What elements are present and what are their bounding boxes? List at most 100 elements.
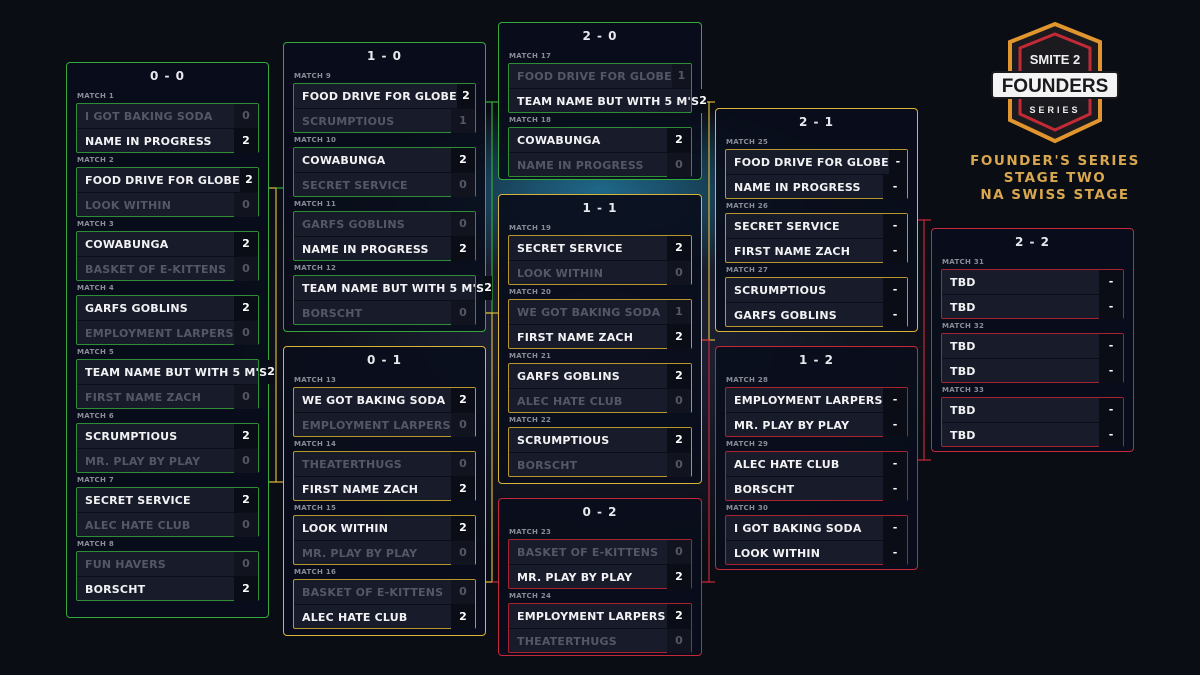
match-card[interactable]: EMPLOYMENT LARPERS-MR. PLAY BY PLAY- xyxy=(725,387,908,437)
team-row[interactable]: EMPLOYMENT LARPERS- xyxy=(726,388,907,412)
team-row[interactable]: TBD- xyxy=(942,398,1123,422)
team-row[interactable]: SCRUMPTIOUS- xyxy=(726,278,907,302)
team-row[interactable]: SECRET SERVICE- xyxy=(726,214,907,238)
team-row[interactable]: LOOK WITHIN- xyxy=(726,540,907,565)
match-card[interactable]: TBD-TBD- xyxy=(941,397,1124,447)
team-row[interactable]: FIRST NAME ZACH- xyxy=(726,238,907,263)
team-row[interactable]: I GOT BAKING SODA- xyxy=(726,516,907,540)
team-row[interactable]: GARFS GOBLINS- xyxy=(726,302,907,327)
match-card[interactable]: TBD-TBD- xyxy=(941,269,1124,319)
team-row[interactable]: NAME IN PROGRESS- xyxy=(726,174,907,199)
team-row[interactable]: BORSCHT- xyxy=(726,476,907,501)
team-row[interactable]: TBD- xyxy=(942,358,1123,383)
team-row[interactable]: TBD- xyxy=(942,334,1123,358)
team-name: TBD xyxy=(950,275,976,289)
match-card[interactable]: I GOT BAKING SODA-LOOK WITHIN- xyxy=(725,515,908,565)
match-card[interactable]: ALEC HATE CLUB-BORSCHT- xyxy=(725,451,908,501)
team-row[interactable]: MR. PLAY BY PLAY- xyxy=(726,412,907,437)
match-card[interactable]: SCRUMPTIOUS-GARFS GOBLINS- xyxy=(725,277,908,327)
team-row[interactable]: ALEC HATE CLUB- xyxy=(726,452,907,476)
team-row[interactable]: FOOD DRIVE FOR GLOBE- xyxy=(726,150,907,174)
team-row[interactable]: TBD- xyxy=(942,270,1123,294)
match-card[interactable]: SECRET SERVICE-FIRST NAME ZACH- xyxy=(725,213,908,263)
team-row[interactable]: TBD- xyxy=(942,422,1123,447)
match-card[interactable]: TBD-TBD- xyxy=(941,333,1124,383)
match-card[interactable]: FOOD DRIVE FOR GLOBE-NAME IN PROGRESS- xyxy=(725,149,908,199)
team-row[interactable]: TBD- xyxy=(942,294,1123,319)
